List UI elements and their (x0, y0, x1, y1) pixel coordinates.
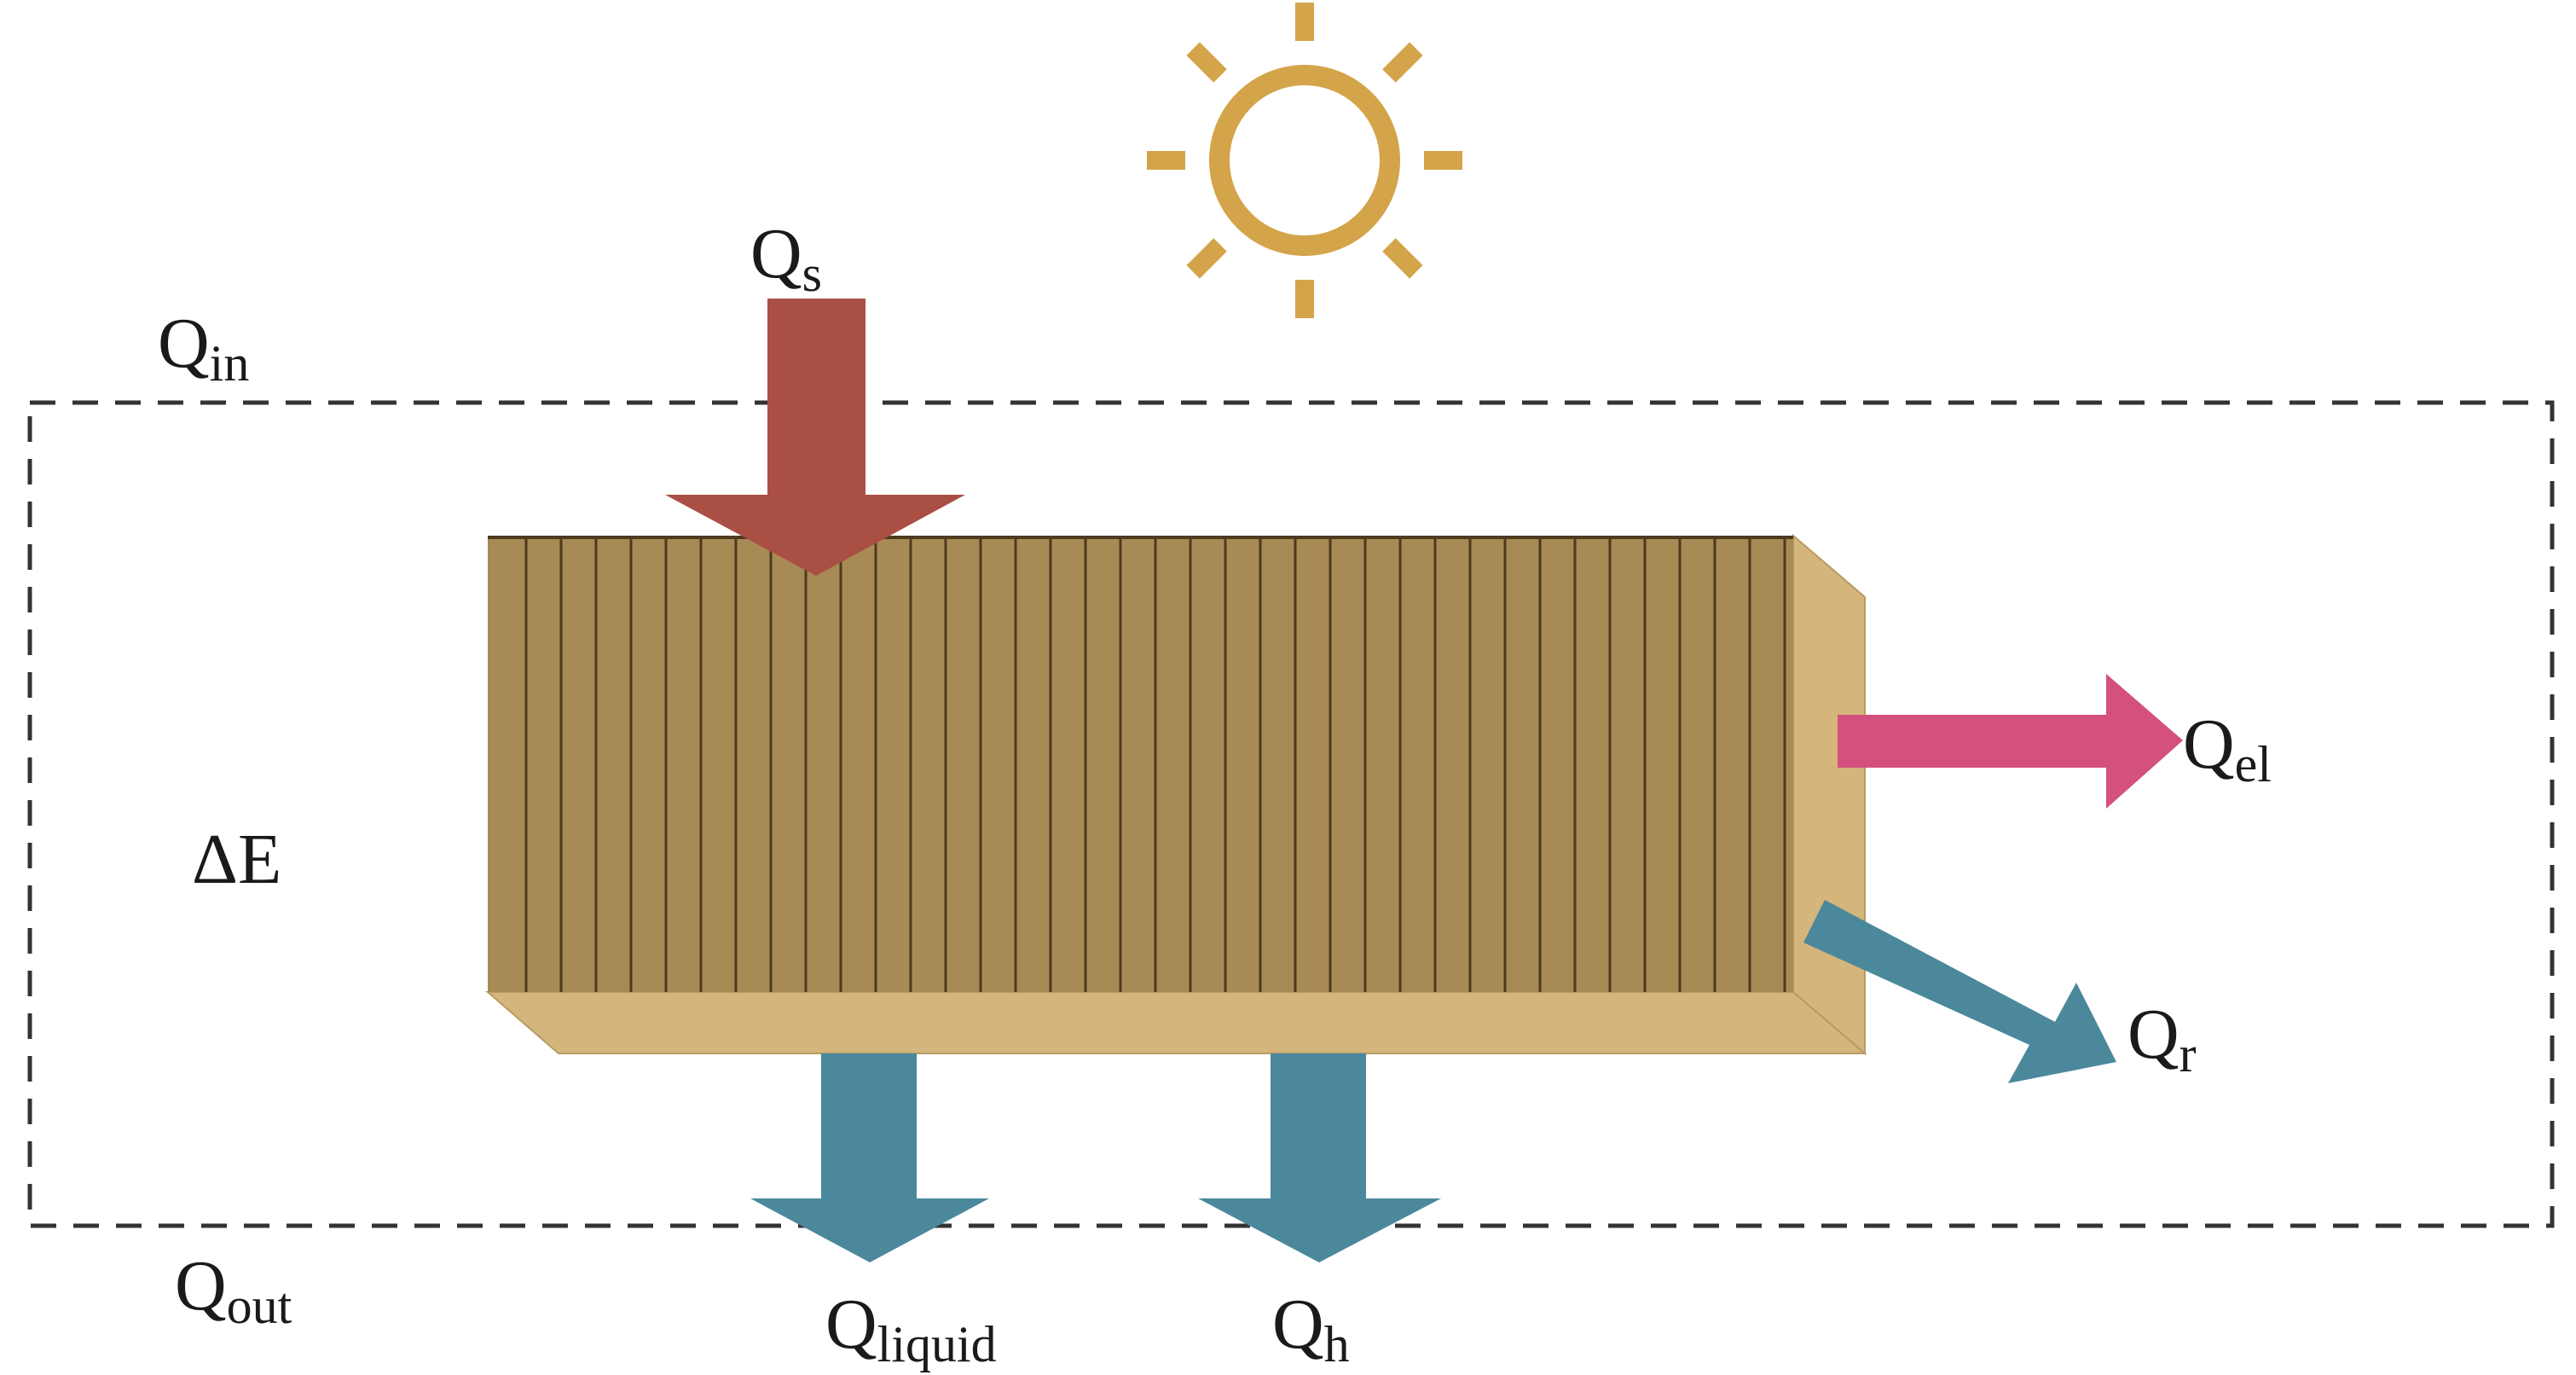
label-q-el: Qel (2183, 705, 2272, 792)
panel-front-face (488, 536, 1793, 992)
solar-collector-panel (485, 533, 1867, 1056)
solar-input-arrow (665, 299, 965, 576)
label-delta-e: ΔE (192, 820, 281, 899)
radiation-loss-arrow (1803, 900, 2116, 1083)
sun-ray (1382, 42, 1423, 83)
label-q-liquid: Qliquid (825, 1285, 997, 1372)
label-q-in: Qin (158, 304, 249, 392)
panel-stripes (488, 536, 1793, 992)
label-q-h: Qh (1272, 1285, 1350, 1372)
label-q-out: Qout (175, 1246, 292, 1334)
label-q-r: Qr (2127, 995, 2197, 1082)
heat-loss-arrow (1198, 1053, 1441, 1262)
sun-ray (1382, 238, 1423, 279)
sun-ray (1186, 238, 1227, 279)
sun-ray (1186, 42, 1227, 83)
label-q-s: Qs (750, 214, 822, 302)
panel-bottom-face (485, 991, 1867, 1054)
liquid-heat-arrow (750, 1053, 989, 1262)
electric-output-arrow (1838, 674, 2183, 809)
panel-side-face (1792, 533, 1866, 1056)
sun-icon (1147, 3, 1462, 318)
